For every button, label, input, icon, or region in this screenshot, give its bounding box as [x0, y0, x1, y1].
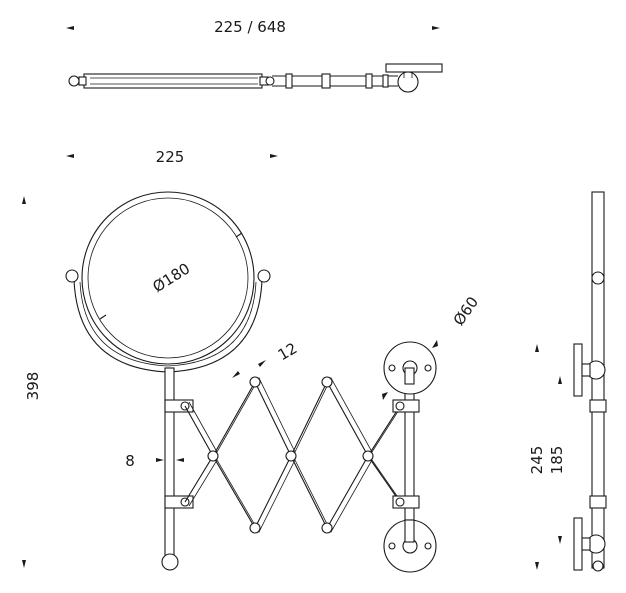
arm-spacing-label: 12 — [275, 339, 301, 364]
front-view: Ø180 — [65, 191, 482, 573]
yoke-right-knob — [257, 269, 271, 283]
mirror-width-label: 225 — [156, 148, 185, 166]
mirror-glass — [87, 197, 249, 359]
top-overall-label: 225 / 648 — [214, 18, 286, 36]
top-view-wall-plate — [385, 63, 443, 73]
wall-plate-diameter-label: Ø60 — [450, 293, 482, 329]
side-view-rod — [591, 191, 605, 569]
top-view-mirror-bar — [83, 73, 263, 89]
yoke-left-knob — [65, 269, 79, 283]
mirror-width-dimension: 225 — [66, 148, 278, 166]
overall-height-label: 398 — [24, 372, 42, 401]
top-view-left-knob — [68, 75, 80, 87]
support-rod — [164, 367, 175, 561]
side-view-upper-plate — [573, 343, 583, 397]
top-view-wall-knuckle — [397, 71, 419, 93]
side-view: 245 185 — [528, 191, 607, 572]
overall-height-dimension: 398 — [22, 196, 42, 568]
scissor-arm — [184, 376, 405, 534]
side-height-label: 245 — [528, 446, 546, 475]
mirror-outer-rim — [81, 191, 255, 365]
top-view — [68, 63, 443, 93]
side-view-lower-plate — [573, 517, 583, 571]
top-overall-dimension: 225 / 648 — [66, 18, 440, 36]
rod-diameter-label: 8 — [125, 452, 135, 470]
side-plate-spacing-label: 185 — [548, 446, 566, 475]
rod-bottom-knob — [161, 553, 179, 571]
